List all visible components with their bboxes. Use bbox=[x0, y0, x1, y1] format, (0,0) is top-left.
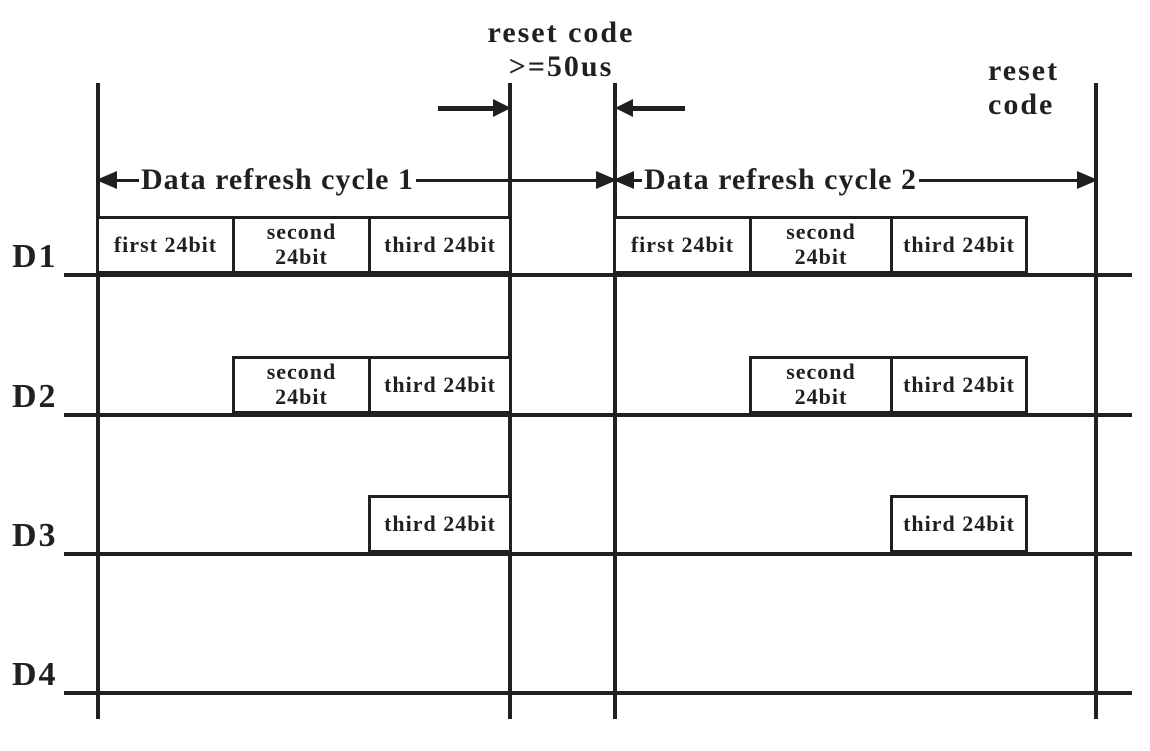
boundary-line-right bbox=[1094, 83, 1098, 719]
cycle-span-line bbox=[415, 178, 596, 182]
arrow-right-icon bbox=[596, 171, 617, 189]
cycle-1-label: Data refresh cycle 1 bbox=[141, 163, 414, 196]
arrow-left-icon bbox=[96, 171, 117, 189]
data-box-d1-cycle1-first: first 24bit bbox=[96, 216, 235, 274]
data-box-d1-cycle2-third: third 24bit bbox=[890, 216, 1028, 274]
signal-label-d4: D4 bbox=[12, 656, 58, 693]
signal-baseline-d1 bbox=[64, 273, 1132, 277]
reset-code-annotation: reset code >=50us bbox=[430, 16, 692, 83]
signal-label-d3: D3 bbox=[12, 517, 58, 554]
reset-line-2 bbox=[613, 83, 617, 719]
cycle-span-line bbox=[918, 178, 1077, 182]
boundary-line-left bbox=[96, 83, 100, 719]
data-box-d1-cycle1-second: second 24bit bbox=[232, 216, 371, 274]
data-box-d1-cycle1-third: third 24bit bbox=[368, 216, 512, 274]
data-refresh-cycle-2-span: Data refresh cycle 2 bbox=[613, 162, 1098, 198]
reset-code-label: reset code bbox=[487, 16, 635, 49]
signal-baseline-d4 bbox=[64, 691, 1132, 695]
signal-label-d1: D1 bbox=[12, 238, 58, 275]
data-box-d3-cycle2-third: third 24bit bbox=[890, 495, 1028, 553]
data-box-d2-cycle2-third: third 24bit bbox=[890, 356, 1028, 414]
signal-label-d2: D2 bbox=[12, 378, 58, 415]
data-box-d2-cycle1-second: second 24bit bbox=[232, 356, 371, 414]
data-box-d2-cycle1-third: third 24bit bbox=[368, 356, 512, 414]
arrow-left-icon bbox=[613, 171, 634, 189]
reset-code-right-line1: reset bbox=[988, 54, 1060, 87]
arrow-right-icon bbox=[1077, 171, 1098, 189]
arrow-right-icon bbox=[493, 99, 511, 117]
data-box-d1-cycle2-first: first 24bit bbox=[613, 216, 752, 274]
data-box-d3-cycle1-third: third 24bit bbox=[368, 495, 512, 553]
data-box-d1-cycle2-second: second 24bit bbox=[749, 216, 893, 274]
reset-code-right-line2: code bbox=[988, 87, 1055, 121]
reset-code-duration: >=50us bbox=[508, 49, 614, 83]
reset-width-arrow-left-line bbox=[631, 106, 685, 111]
cycle-span-line bbox=[634, 178, 642, 182]
cycle-span-line bbox=[117, 178, 139, 182]
signal-baseline-d2 bbox=[64, 413, 1132, 417]
reset-code-annotation-right: reset code bbox=[988, 54, 1098, 121]
data-refresh-cycle-1-span: Data refresh cycle 1 bbox=[96, 162, 617, 198]
arrow-left-icon bbox=[615, 99, 633, 117]
signal-baseline-d3 bbox=[64, 552, 1132, 556]
reset-width-arrow-right-line bbox=[438, 106, 496, 111]
cycle-2-label: Data refresh cycle 2 bbox=[644, 163, 917, 196]
data-box-d2-cycle2-second: second 24bit bbox=[749, 356, 893, 414]
